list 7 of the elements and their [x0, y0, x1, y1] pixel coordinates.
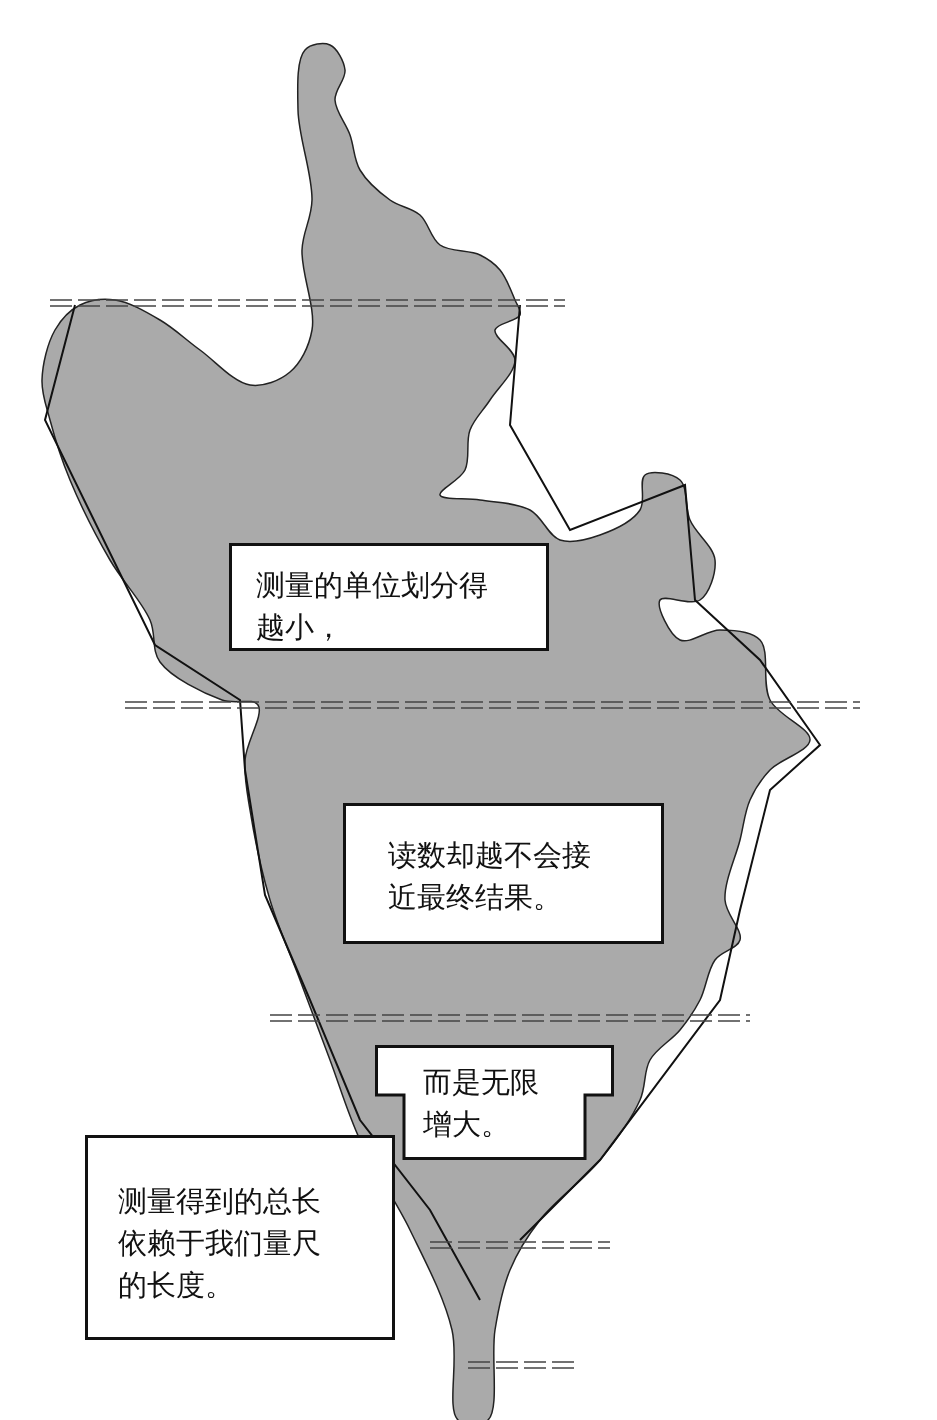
caption-text: 测量的单位划分得越小，	[256, 567, 489, 647]
caption-text: 而是无限增大。	[423, 1064, 540, 1144]
caption-box	[229, 543, 549, 651]
caption-text: 测量得到的总长依赖于我们量尺的长度。	[118, 1183, 322, 1305]
caption-box	[343, 803, 664, 944]
caption-box	[85, 1135, 395, 1340]
caption-text: 读数却越不会接近最终结果。	[388, 837, 592, 917]
